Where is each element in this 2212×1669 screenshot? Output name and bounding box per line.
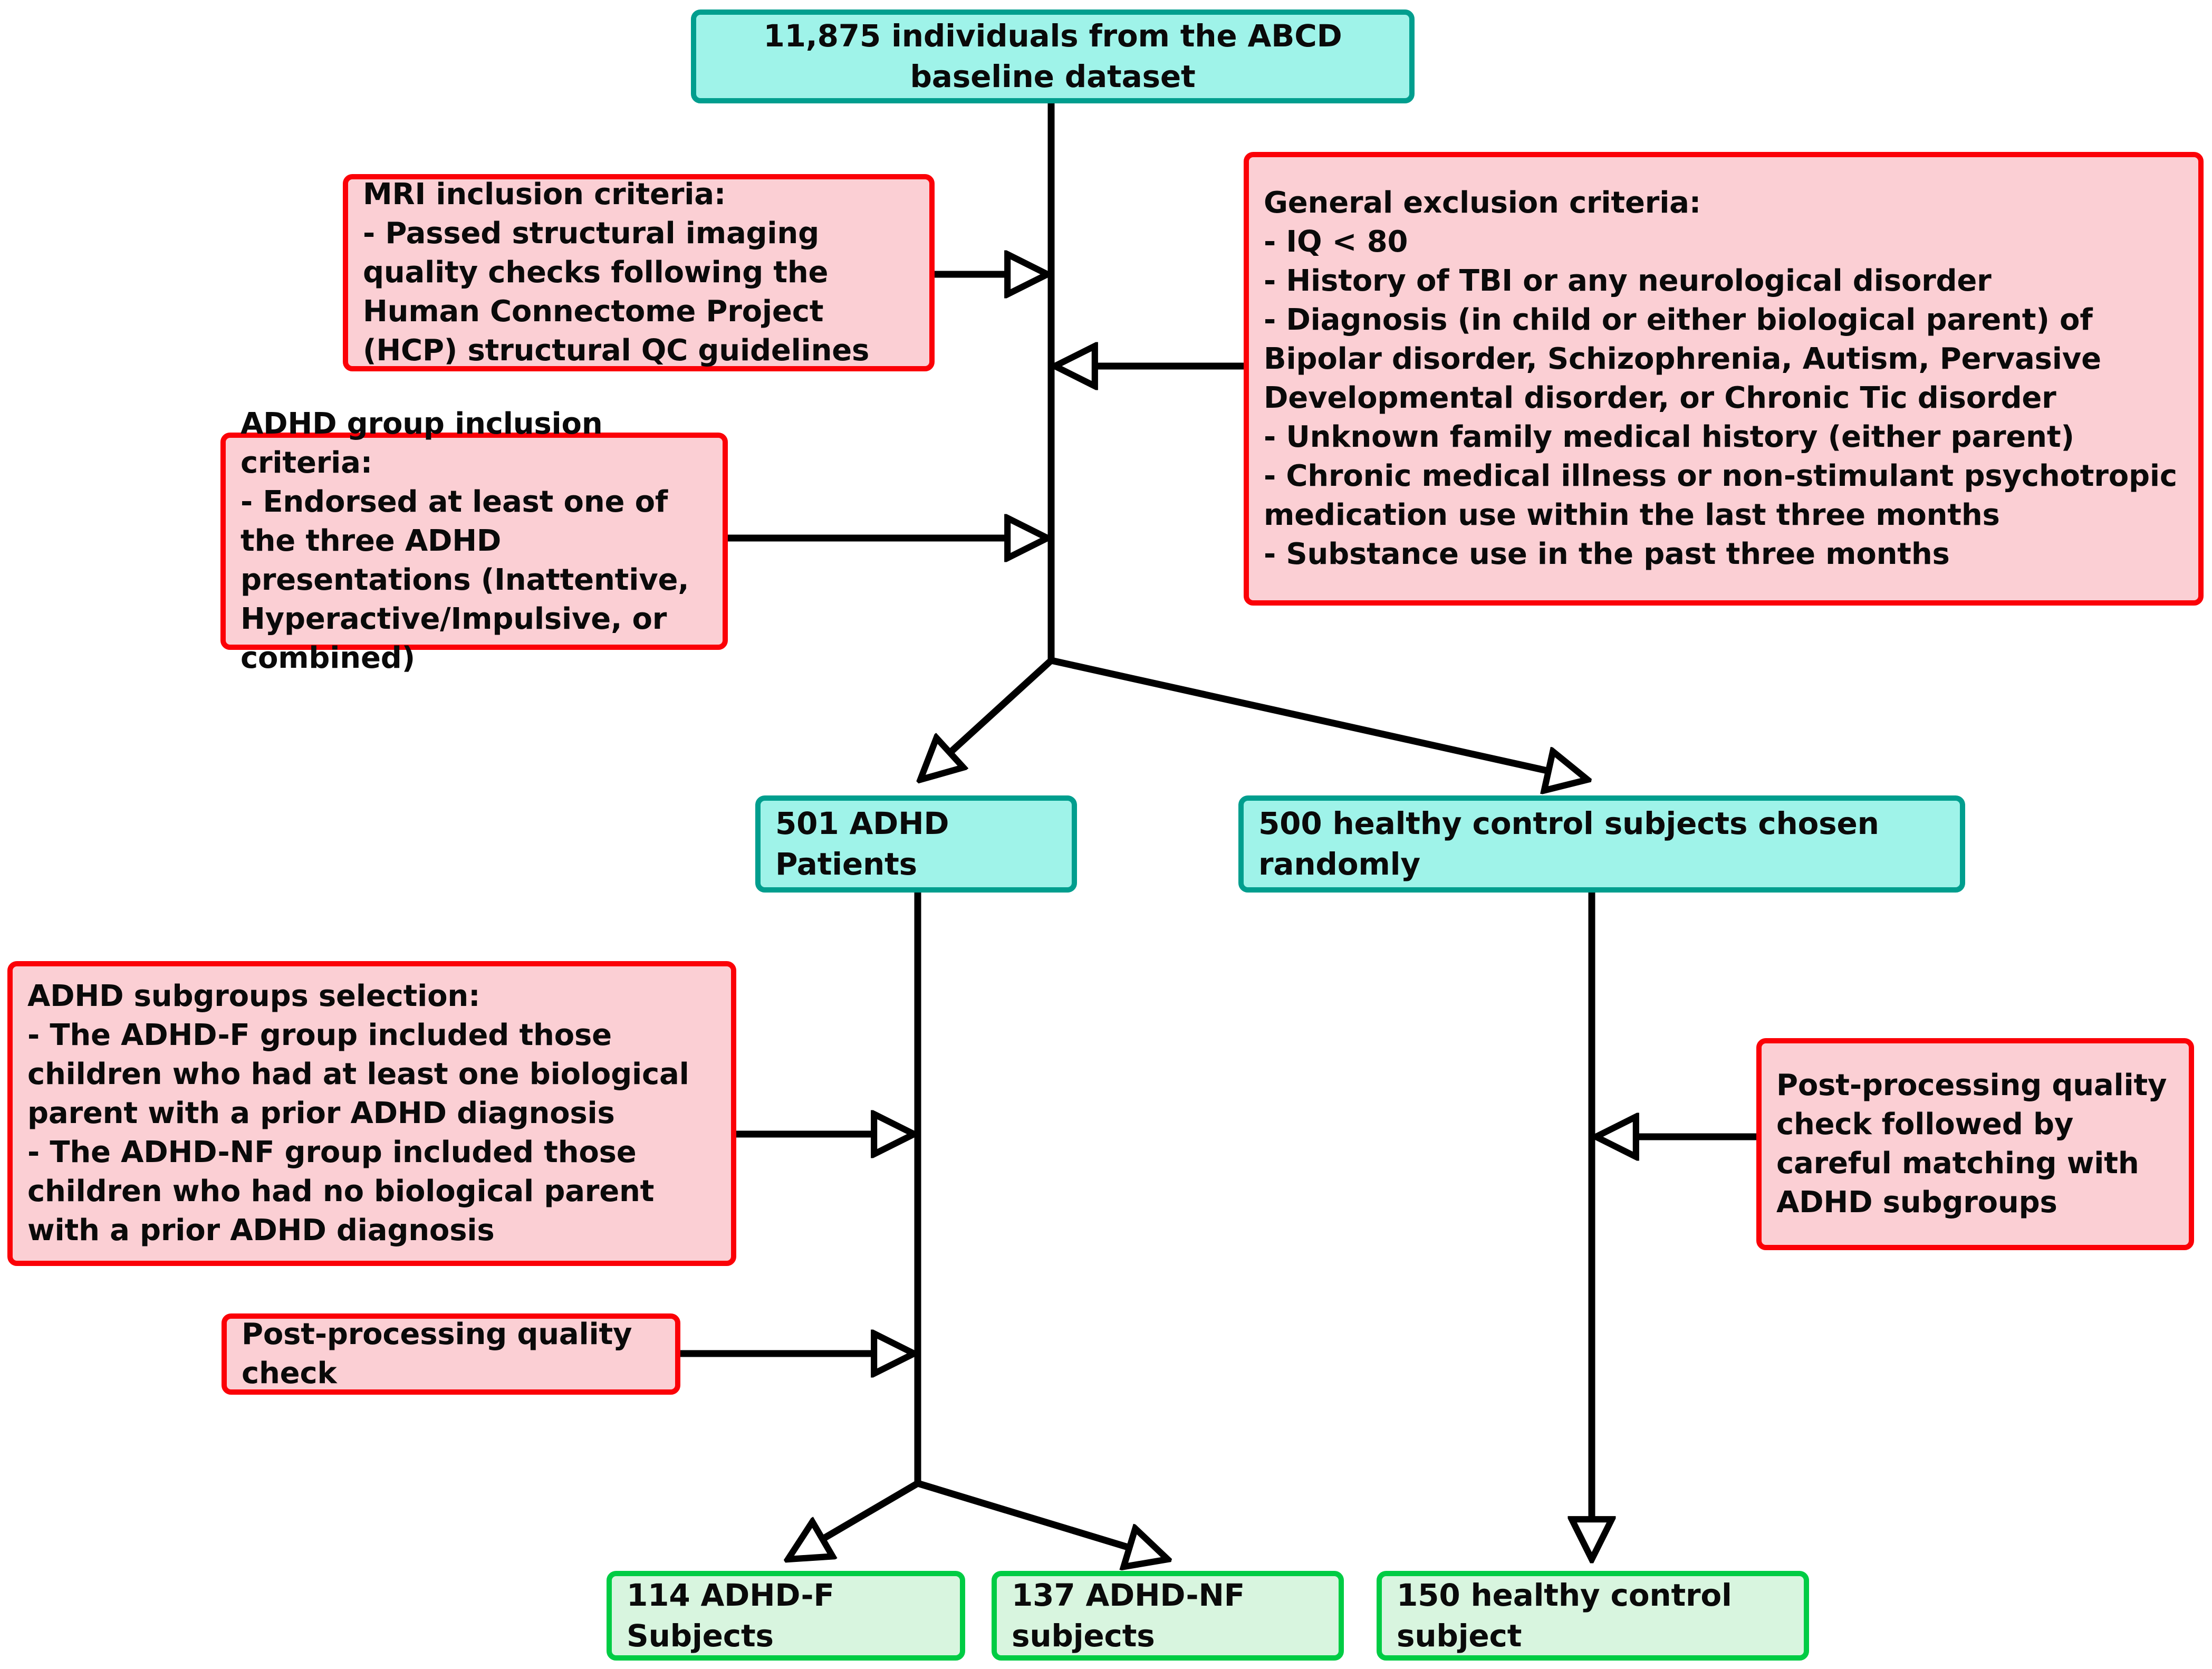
node-adhd-group-inclusion-criteria: ADHD group inclusion criteria: - Endorse…: [220, 407, 728, 675]
node-general-exclusion-criteria: General exclusion criteria: - IQ < 80 - …: [1244, 152, 2204, 606]
node-healthy-control-final: 150 healthy control subject: [1377, 1571, 1809, 1661]
node-adhd-f-subjects: 114 ADHD-F Subjects: [607, 1571, 965, 1661]
node-adhd-subgroups-selection: ADHD subgroups selection: - The ADHD-F g…: [7, 961, 736, 1266]
node-mri-inclusion-criteria: MRI inclusion criteria: - Passed structu…: [343, 174, 935, 371]
edge-spine-to-controls: [1050, 657, 1588, 780]
node-post-processing-quality-check: Post-processing quality check: [222, 1313, 680, 1395]
edge-spine-to-adhd: [920, 658, 1054, 780]
node-post-processing-matching: Post-processing quality check followed b…: [1756, 1038, 2194, 1250]
edge-adhd-to-nf: [917, 1480, 1168, 1559]
node-healthy-controls: 500 healthy control subjects chosen rand…: [1238, 795, 1965, 893]
edge-adhd-to-f: [788, 1480, 920, 1559]
node-adhd-patients: 501 ADHD Patients: [755, 795, 1077, 893]
node-adhd-nf-subjects: 137 ADHD-NF subjects: [992, 1571, 1344, 1661]
node-total-dataset: 11,875 individuals from the ABCD baselin…: [691, 9, 1415, 103]
